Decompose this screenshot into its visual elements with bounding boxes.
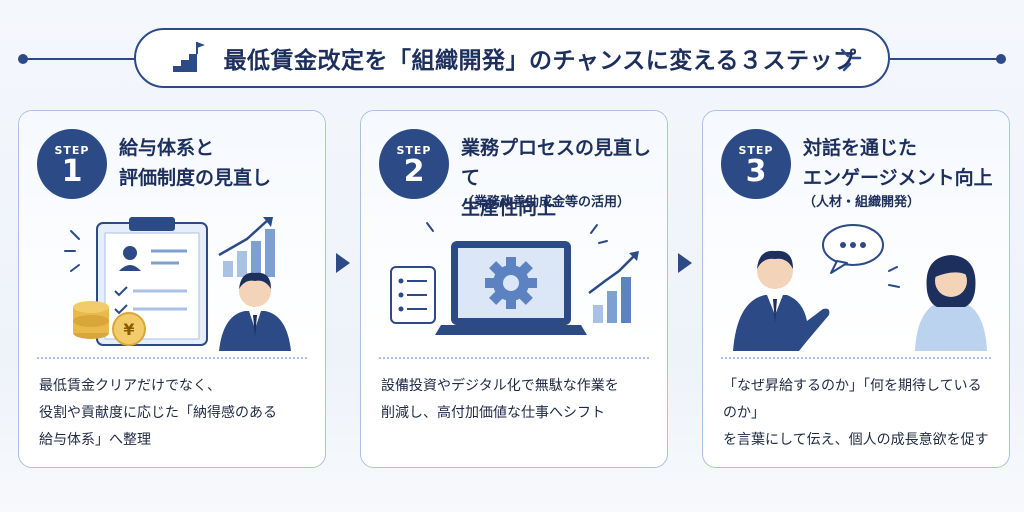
title-dot-right: [996, 54, 1006, 64]
step-description-3: 「なぜ昇給するのか」「何を期待しているのか」 を言葉にして伝え、個人の成長意欲を…: [723, 373, 995, 454]
step-heading-3: 対話を通じた エンゲージメント向上: [803, 133, 999, 193]
step-label: STEP: [54, 143, 90, 157]
desc-line: を言葉にして伝え、個人の成長意欲を促す: [723, 432, 989, 448]
chevron-right-icon: [678, 253, 692, 273]
card-divider: [37, 357, 307, 359]
clipboard-coins-businessman-icon: ¥: [64, 217, 291, 351]
step-number: 2: [403, 153, 425, 189]
step-badge-3: STEP 3: [721, 129, 791, 199]
step-card-2: STEP 2 業務プロセスの見直して 生産性向上 （業務改善助成金等の活用）: [360, 110, 668, 468]
sparkle-icon: [840, 48, 862, 72]
step-heading-2: 業務プロセスの見直して 生産性向上: [461, 133, 657, 223]
title-line-right: [890, 58, 1002, 60]
card-divider: [721, 357, 991, 359]
step-description-2: 設備投資やデジタル化で無駄な作業を 削減し、高付加価値な仕事へシフト: [381, 373, 653, 427]
two-people-dialogue-icon: [733, 224, 987, 351]
desc-line: 役割や貢献度に応じた「納得感のある: [39, 405, 277, 421]
heading-line: 対話を通じた: [803, 137, 918, 159]
heading-line: 評価制度の見直し: [119, 167, 272, 189]
step-badge-1: STEP 1: [37, 129, 107, 199]
step-subheading-2: （業務改善助成金等の活用）: [461, 195, 631, 210]
page-title: 最低賃金改定を「組織開発」のチャンスに変える３ステップ: [223, 48, 857, 74]
step-description-1: 最低賃金クリアだけでなく、 役割や貢献度に応じた「納得感のある 給与体系」へ整理: [39, 373, 311, 454]
card-divider: [379, 357, 649, 359]
desc-line: 削減し、高付加価値な仕事へシフト: [381, 405, 605, 421]
stairs-flag-icon: [173, 42, 206, 72]
desc-line: 設備投資やデジタル化で無駄な作業を: [381, 378, 619, 394]
step-number: 3: [745, 153, 767, 189]
title-dot-left: [18, 54, 28, 64]
heading-line: 給与体系と: [119, 137, 215, 159]
step-number: 1: [61, 153, 83, 189]
yen-symbol: ¥: [123, 320, 134, 339]
step-heading-1: 給与体系と 評価制度の見直し: [119, 133, 315, 193]
step-label: STEP: [396, 143, 432, 157]
desc-line: 最低賃金クリアだけでなく、: [39, 378, 221, 394]
step-badge-2: STEP 2: [379, 129, 449, 199]
heading-line: 業務プロセスの見直して: [461, 137, 652, 189]
title-banner: 最低賃金改定を「組織開発」のチャンスに変える３ステップ: [134, 28, 890, 88]
step-card-1: STEP 1 給与体系と 評価制度の見直し ¥: [18, 110, 326, 468]
step-subheading-3: （人材・組織開発）: [803, 195, 921, 210]
title-line-left: [22, 58, 134, 60]
desc-line: 「なぜ昇給するのか」「何を期待しているのか」: [723, 378, 982, 421]
laptop-gear-chart-icon: [390, 222, 639, 335]
step-card-3: STEP 3 対話を通じた エンゲージメント向上 （人材・組織開発） 「なぜ昇給…: [702, 110, 1010, 468]
chevron-right-icon: [336, 253, 350, 273]
step-label: STEP: [738, 143, 774, 157]
heading-line: 生産性向上: [461, 197, 557, 219]
heading-line: エンゲージメント向上: [803, 167, 993, 189]
desc-line: 給与体系」へ整理: [39, 432, 151, 448]
